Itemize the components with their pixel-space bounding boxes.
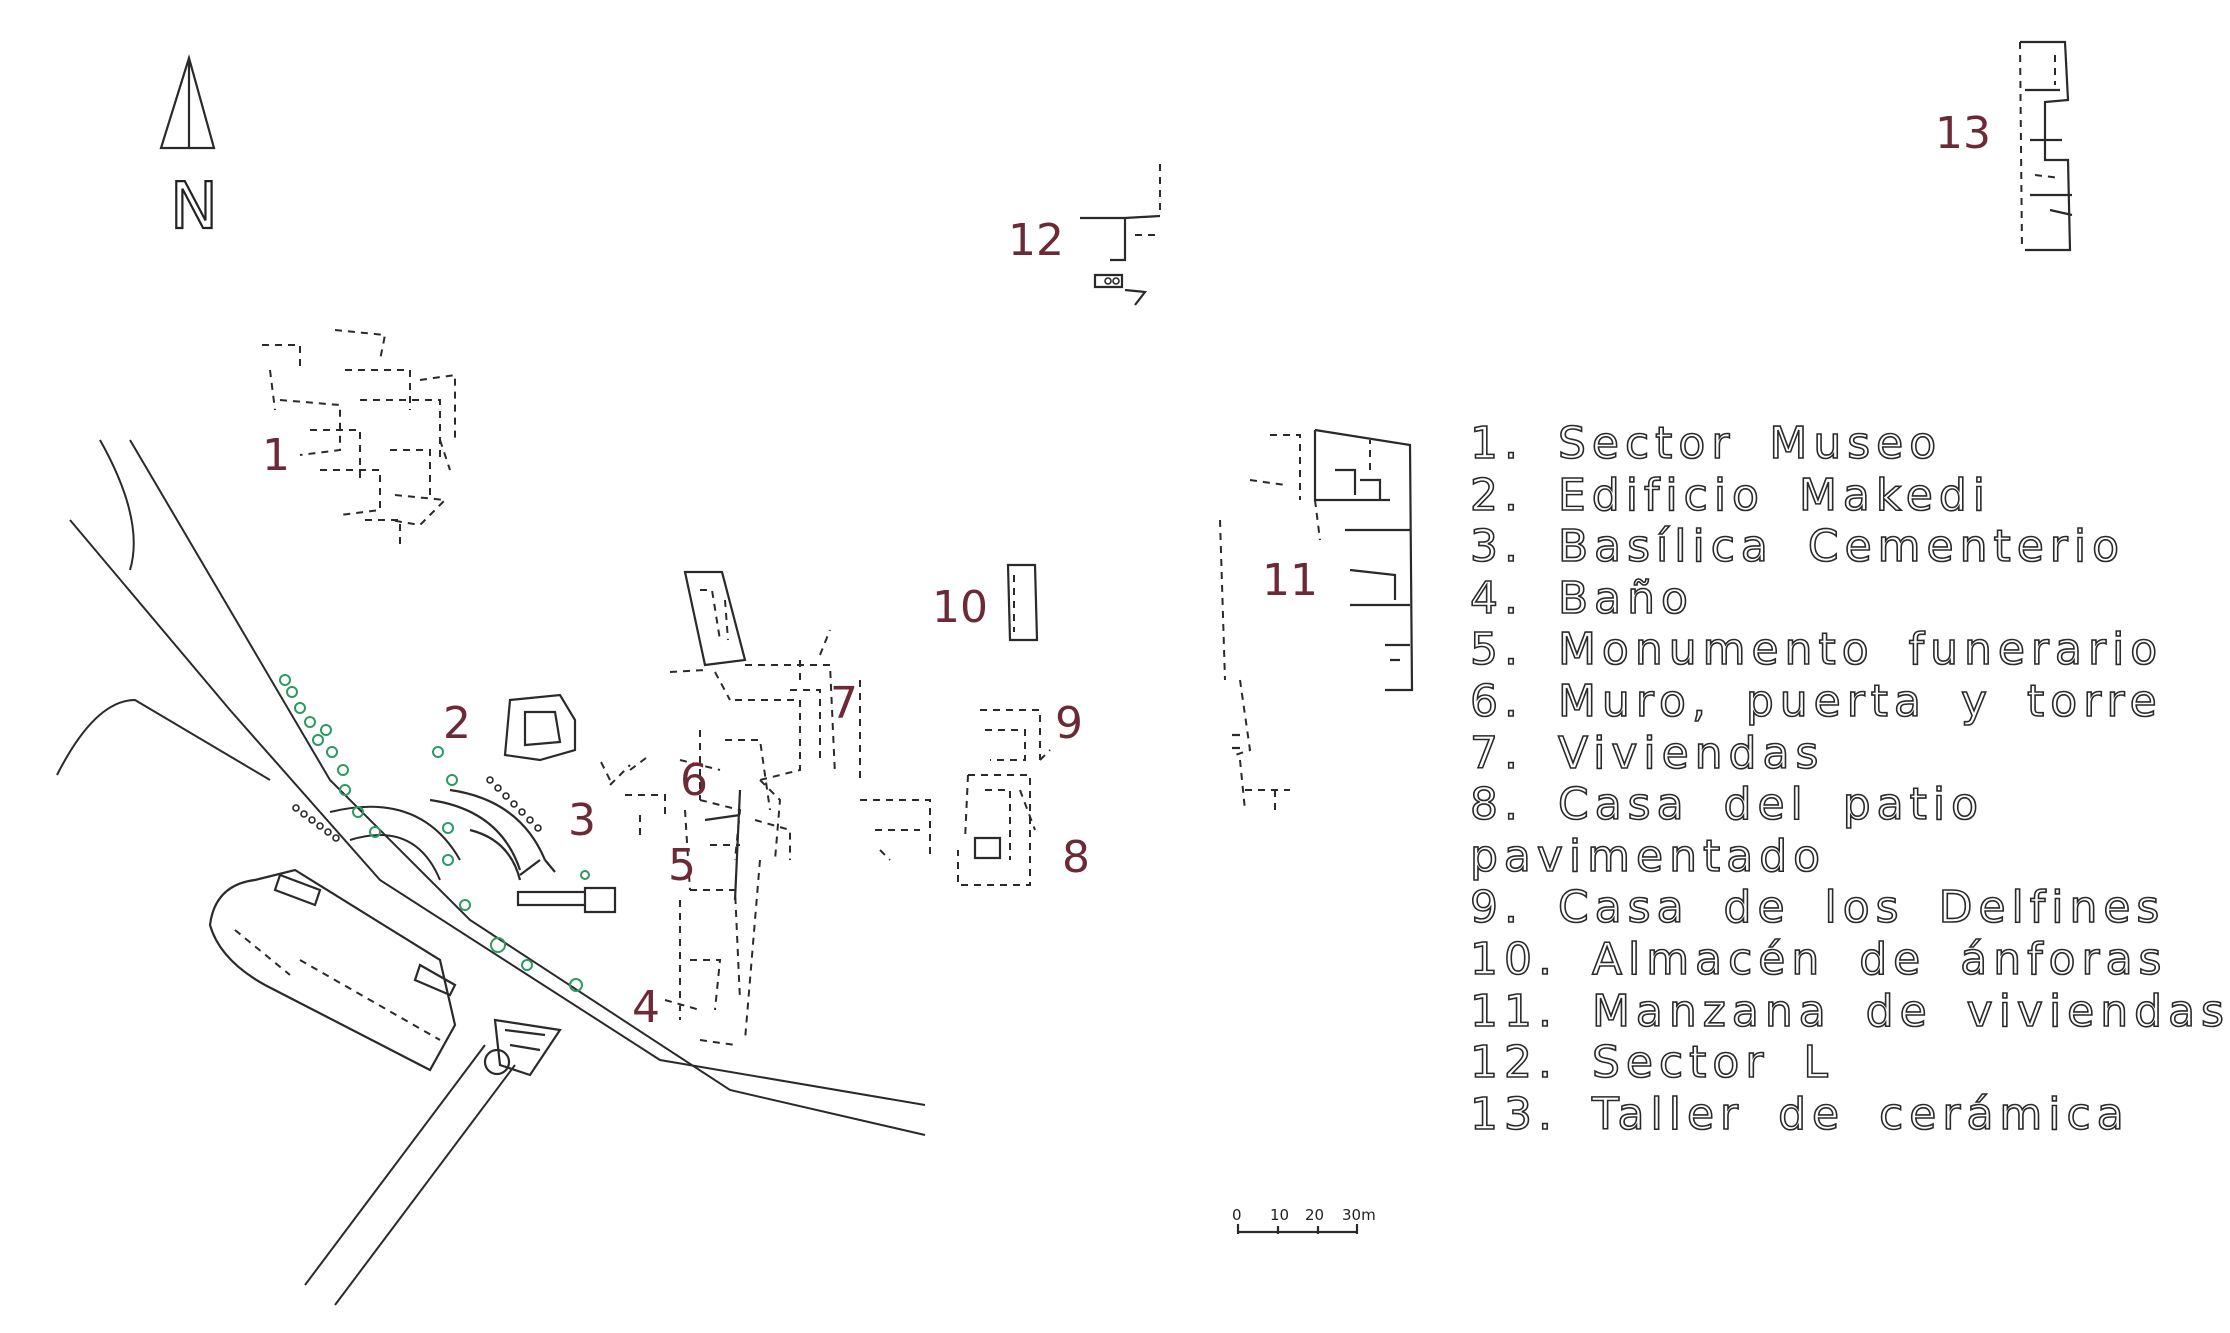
legend-item-11: 11. Manzana de viviendas: [1469, 985, 2230, 1038]
legend-item-6: 6. Muro, puerta y torre: [1469, 675, 2163, 728]
legend-item-7: 7. Viviendas: [1469, 727, 1825, 780]
legend-item-8: 8. Casa del patio pavimentado: [1469, 778, 1985, 882]
site-label-8: 8: [1062, 832, 1090, 883]
site-13-taller-de-ceramica: [2019, 40, 2073, 252]
site-10-almacen-de-anforas: [1006, 563, 1039, 642]
archaeological-site-map: N: [56, 40, 2230, 1306]
site-11-manzana-de-viviendas: [1219, 428, 1414, 811]
site-1-sector-museo: [262, 329, 456, 545]
legend-item-5: 5. Monumento funerario: [1469, 624, 2164, 677]
scale-tick-30m: 30m: [1342, 1206, 1376, 1224]
site-8-casa-del-patio: [860, 774, 1036, 886]
site-label-7: 7: [830, 678, 858, 729]
north-letter: N: [170, 170, 218, 244]
column-row: [292, 776, 542, 842]
site-3-basilica-cementerio: [516, 754, 666, 914]
north-arrow-icon: [159, 54, 216, 150]
legend-item-2: 2. Edificio Makedi: [1469, 469, 1992, 522]
site-label-5: 5: [668, 840, 696, 891]
site-label-3: 3: [568, 795, 596, 846]
site-2-edificio-makedi: [329, 693, 577, 881]
scale-tick-10: 10: [1270, 1206, 1289, 1224]
site-label-9: 9: [1055, 698, 1083, 749]
legend-item-10: 10. Almacén de ánforas: [1469, 933, 2168, 986]
site-label-6: 6: [680, 755, 708, 806]
legend: 1. Sector Museo 2. Edificio Makedi 3. Ba…: [1469, 417, 2230, 1141]
site-label-11: 11: [1262, 555, 1318, 606]
site-9-casa-de-los-delfines: [980, 709, 1051, 761]
legend-item-12: 12. Sector L: [1469, 1036, 1834, 1089]
north-arrow: N: [159, 54, 219, 245]
lower-left-complex: [208, 868, 562, 1077]
legend-item-4: 4. Baño: [1469, 572, 1694, 625]
scale-tick-0: 0: [1232, 1206, 1242, 1224]
site-label-13: 13: [1935, 108, 1991, 159]
legend-item-13: 13. Taller de cerámica: [1469, 1088, 2130, 1141]
trees: [279, 674, 590, 992]
site-label-12: 12: [1008, 215, 1064, 266]
site-label-10: 10: [932, 582, 988, 633]
site-label-1: 1: [262, 430, 290, 481]
scale-bar: 0 10 20 30m: [1232, 1206, 1376, 1234]
site-label-4: 4: [632, 982, 660, 1033]
site-4-7-central-complex: [664, 570, 861, 1046]
scale-tick-20: 20: [1305, 1206, 1324, 1224]
legend-item-9: 9. Casa de los Delfines: [1469, 882, 2166, 935]
legend-item-3: 3. Basílica Cementerio: [1469, 520, 2126, 573]
site-plan: N: [56, 40, 2073, 1306]
legend-item-1: 1. Sector Museo: [1469, 417, 1943, 470]
roads: [56, 439, 926, 1306]
site-label-2: 2: [443, 698, 471, 749]
site-number-labels: 1 2 3 4 5 6 7 8 9 10 11 12 13: [262, 108, 1991, 1033]
site-12-sector-l: [1080, 160, 1161, 306]
